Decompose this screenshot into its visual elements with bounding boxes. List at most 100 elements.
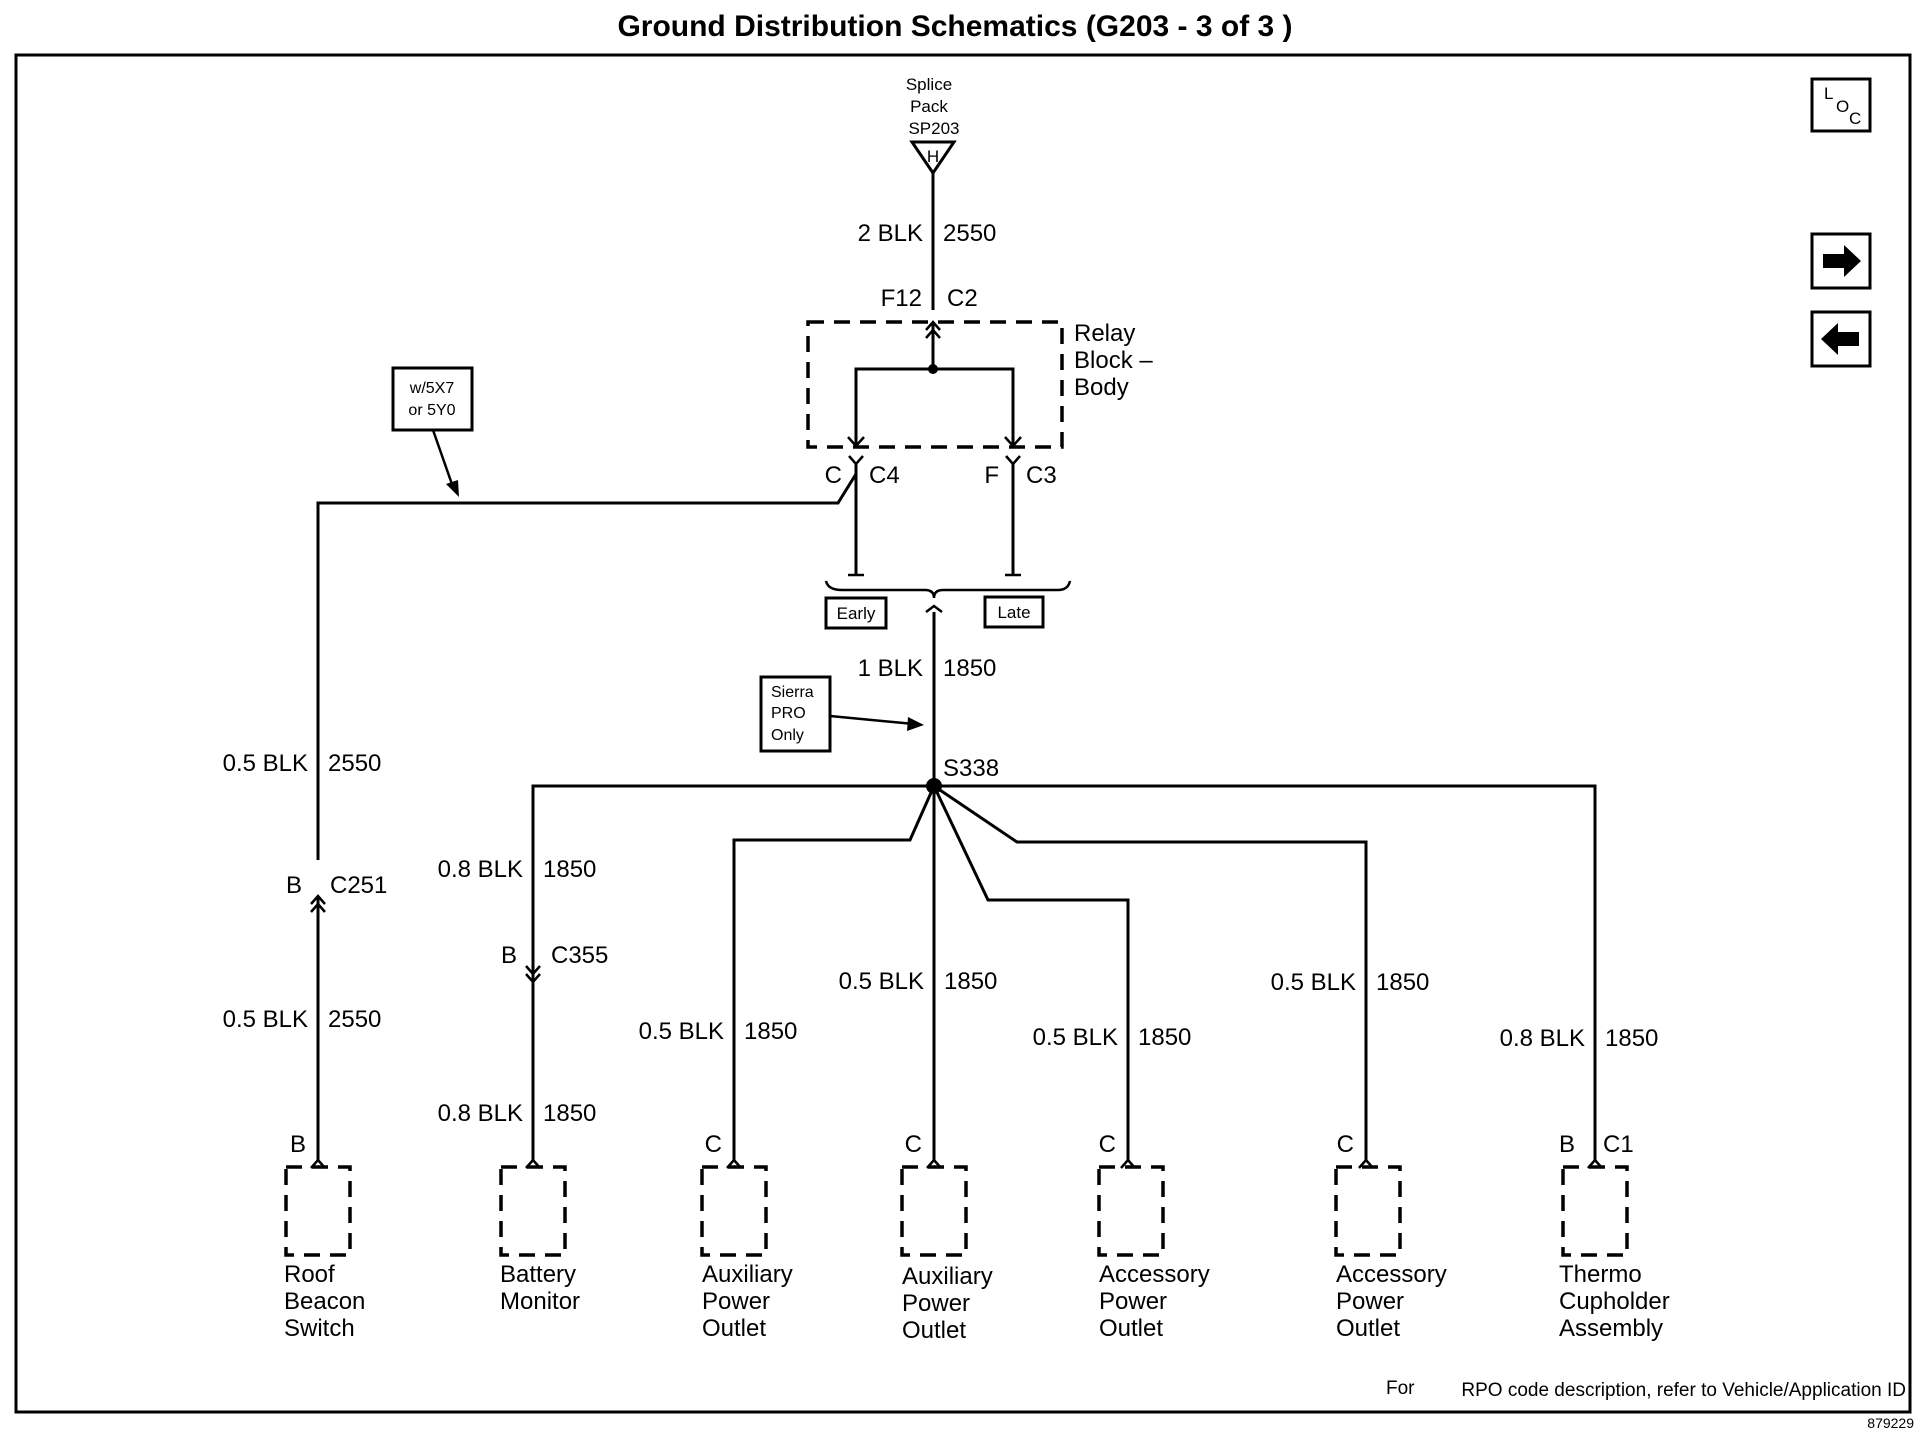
figure-number: 879229 [1867,1415,1914,1431]
connector-c3-symbol [1005,455,1021,466]
acc1-component-box [1097,1165,1165,1257]
roof-label-1: Roof [284,1261,335,1288]
early-option-label: Early [837,604,876,623]
wire-1850-acc1-branch [932,785,1130,1160]
thermo-pin: B [1559,1131,1575,1158]
aux2-label-3: Outlet [902,1317,966,1344]
late-option-label: Late [997,603,1030,622]
sierra-option-line3: Only [771,727,804,744]
thermo-connector: C1 [1603,1131,1634,1158]
component-auxiliary-power-outlet-2: C Auxiliary Power Outlet [900,1131,993,1344]
aux1-label-3: Outlet [702,1315,766,1342]
thermo-label-1: Thermo [1559,1261,1642,1288]
thermo-component-box [1561,1165,1629,1257]
connector-c4: C4 [869,462,900,489]
acc2-component-box [1334,1165,1402,1257]
acc1-pin: C [1099,1131,1116,1158]
wire-thermo-gauge: 0.8 BLK [1500,1025,1585,1052]
thermo-label-2: Cupholder [1559,1288,1670,1315]
previous-page-button[interactable] [1810,310,1872,368]
late-option-box [983,595,1045,629]
aux1-label-2: Power [702,1288,770,1315]
rpo-note-prefix: For [1386,1378,1415,1399]
roof-label-3: Switch [284,1315,355,1342]
wire-1850-battery-branch [531,784,934,1160]
acc2-pin: C [1337,1131,1354,1158]
sierra-option-arrowhead [907,717,924,731]
arrow-left-icon [1821,323,1859,355]
wire-acc2-gauge: 0.5 BLK [1271,969,1356,996]
connector-c4-symbol [848,455,864,466]
wire-batt-lower-circuit: 1850 [543,1100,596,1127]
acc1-label-3: Outlet [1099,1315,1163,1342]
thermo-label-3: Assembly [1559,1315,1663,1342]
roof-pin: B [290,1131,306,1158]
roof-component-box [284,1165,352,1257]
connector-c251-pin: B [286,872,302,899]
rpo-option-arrow [431,429,456,491]
connector-c355: C355 [551,942,608,969]
component-accessory-power-outlet-2: C Accessory Power Outlet [1334,1131,1447,1342]
component-roof-beacon-switch: B Roof Beacon Switch [284,1131,365,1342]
wire-aux2-gauge: 0.5 BLK [839,968,924,995]
sierra-option-arrow [829,714,915,726]
wire-batt-upper-circuit: 1850 [543,856,596,883]
connector-c251: C251 [330,872,387,899]
wire-batt-lower-gauge: 0.8 BLK [438,1100,523,1127]
roof-label-2: Beacon [284,1288,365,1315]
sierra-option-line2: PRO [771,705,806,722]
splice-pack-label-3: SP203 [908,119,959,138]
splice-pack-triangle [909,140,957,176]
wire-acc2-circuit: 1850 [1376,969,1429,996]
location-button[interactable]: L O C [1810,77,1872,133]
aux2-pin: C [905,1131,922,1158]
wire-roof-upper-circuit: 2550 [328,750,381,777]
arrow-right-icon [1823,245,1861,277]
splice-pack-label-2: Pack [910,97,948,116]
aux1-component-box [700,1165,768,1257]
rpo-option-line2: or 5Y0 [408,402,455,419]
loc-letter-c: C [1849,109,1861,128]
loc-letter-o: O [1836,97,1849,116]
aux2-label-1: Auxiliary [902,1263,993,1290]
relay-arrow-c3 [1004,436,1022,448]
acc2-label-2: Power [1336,1288,1404,1315]
wire-main-gauge: 1 BLK [858,655,923,682]
connector-c3-pin: F [984,462,999,489]
aux1-pin: C [705,1131,722,1158]
relay-arrow-c4 [847,436,865,448]
aux1-label-1: Auxiliary [702,1261,793,1288]
wire-roof-lower-gauge: 0.5 BLK [223,1006,308,1033]
early-late-brace [824,580,1072,599]
connector-c355-pin: B [501,942,517,969]
aux2-component-box [900,1165,968,1257]
relay-internal-bus [854,367,1015,446]
battery-label-2: Monitor [500,1288,580,1315]
component-battery-monitor: Battery Monitor [499,1158,580,1315]
wire-aux2-circuit: 1850 [944,968,997,995]
wire-top-circuit: 2550 [943,220,996,247]
connector-c4-pin: C [825,462,842,489]
relay-block-body [806,320,1064,449]
wire-acc1-gauge: 0.5 BLK [1033,1024,1118,1051]
relay-block-label-3: Body [1074,374,1129,401]
acc2-label-1: Accessory [1336,1261,1447,1288]
connector-c3: C3 [1026,462,1057,489]
acc2-label-3: Outlet [1336,1315,1400,1342]
connector-c2: C2 [947,285,978,312]
next-page-button[interactable] [1810,232,1872,290]
rpo-note: RPO code description, refer to Vehicle/A… [1461,1380,1906,1401]
wire-top-gauge: 2 BLK [858,220,923,247]
wire-2550-roof-beacon [316,473,858,860]
component-auxiliary-power-outlet-1: C Auxiliary Power Outlet [700,1131,793,1342]
battery-component-box [499,1165,567,1257]
sierra-option-box [759,675,832,753]
connector-f12-pin: F12 [881,285,922,312]
wire-roof-lower-circuit: 2550 [328,1006,381,1033]
relay-block-label-1: Relay [1074,320,1135,347]
wire-thermo-circuit: 1850 [1605,1025,1658,1052]
battery-label-1: Battery [500,1261,576,1288]
wire-batt-upper-gauge: 0.8 BLK [438,856,523,883]
wire-1850-aux1-branch [732,785,936,1160]
rpo-option-arrowhead [446,480,459,497]
